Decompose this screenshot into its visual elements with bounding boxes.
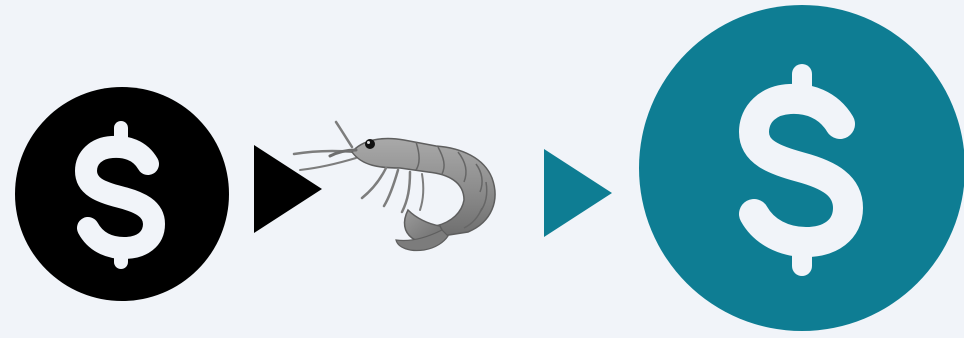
shrimp-icon	[294, 122, 495, 251]
arrow-right-icon-black	[254, 145, 322, 233]
dollar-sign	[754, 74, 848, 266]
dollar-coin-icon-teal	[639, 5, 964, 331]
dollar-coin-icon-black	[15, 87, 229, 301]
dollar-sign	[86, 128, 154, 262]
arrow-right-icon-teal	[544, 149, 612, 237]
